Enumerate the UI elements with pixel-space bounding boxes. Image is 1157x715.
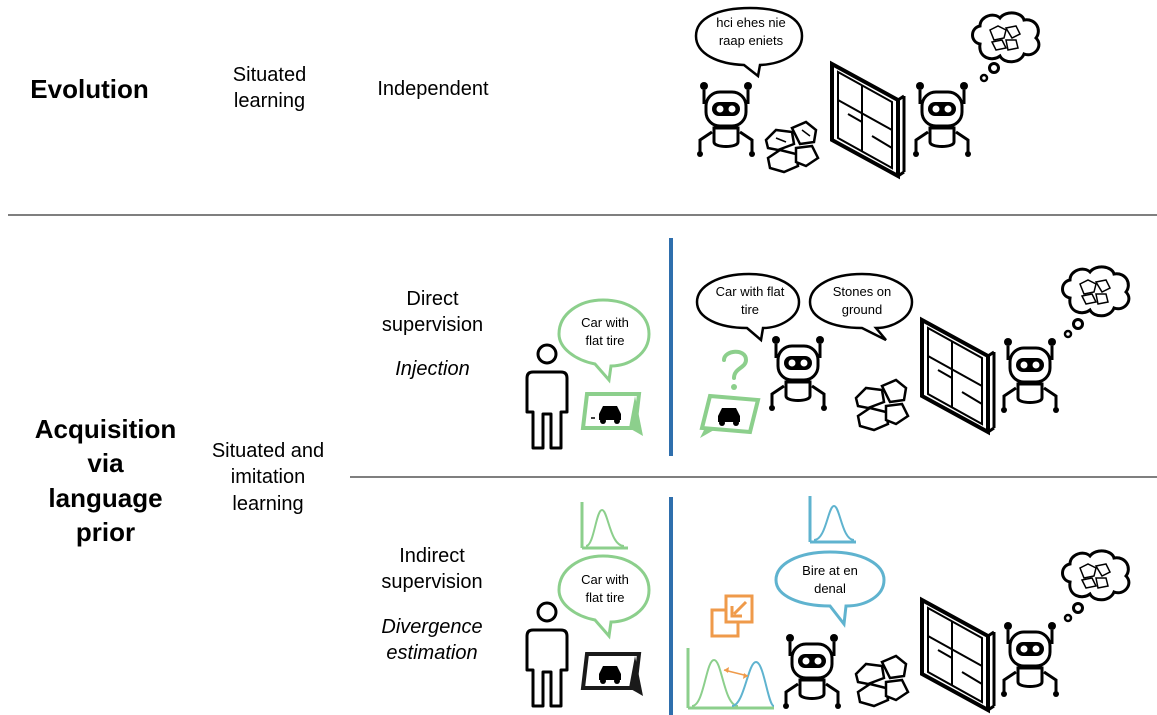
human-icon xyxy=(525,343,569,450)
robot-icon xyxy=(769,336,827,411)
robot-speech-direct-1: Car with flat tire xyxy=(715,284,785,317)
blue-divider-top xyxy=(669,238,673,456)
robot-speech-indirect: Bire at en denal xyxy=(802,563,858,596)
picture-card-icon xyxy=(580,652,643,696)
speech-bubble-robot-direct-1 xyxy=(695,272,801,343)
thought-cloud-icon xyxy=(1061,549,1131,623)
human-speech-direct: Car with flat tire xyxy=(581,315,629,348)
stones-icon xyxy=(854,378,910,432)
speech-bubble-robot-direct-2 xyxy=(808,272,914,342)
picture-card-icon xyxy=(580,392,643,436)
robot-icon xyxy=(1001,338,1059,413)
distribution-icon xyxy=(580,502,628,550)
robot-icon xyxy=(1001,622,1059,697)
learning-type-acquisition: Situated and imitation learning xyxy=(211,440,325,515)
wall-icon xyxy=(920,316,996,436)
speech-bubble-robot-indirect xyxy=(774,550,886,628)
speech-bubble-human-direct xyxy=(557,298,651,384)
wall-icon xyxy=(830,60,906,180)
robot-icon xyxy=(913,82,971,157)
thought-cloud-icon xyxy=(1061,265,1131,339)
direct-supervision-label: Direct supervision xyxy=(381,288,484,337)
subrow-divider xyxy=(350,476,1157,478)
row-divider xyxy=(8,214,1157,216)
question-mark-icon xyxy=(722,349,749,390)
evolution-speech-text: hci ehes nie raap eniets xyxy=(716,15,786,49)
human-speech-indirect: Car with flat tire xyxy=(581,572,629,605)
compress-icon xyxy=(710,594,754,638)
speech-bubble-evolution xyxy=(694,6,804,79)
picture-card-icon xyxy=(699,393,761,438)
row-title-evolution: Evolution xyxy=(30,74,149,104)
speech-bubble-human-indirect xyxy=(557,554,651,640)
wall-icon xyxy=(920,596,996,714)
thought-cloud-icon xyxy=(971,11,1041,83)
divergence-estimation-label: Divergence estimation xyxy=(381,616,483,665)
robot-icon xyxy=(783,634,841,709)
distribution-icon xyxy=(808,496,856,544)
injection-label: Injection xyxy=(395,358,470,380)
blue-divider-bottom xyxy=(669,497,673,715)
stones-icon xyxy=(764,120,820,174)
learning-type-evolution: Situated learning xyxy=(232,64,307,113)
distribution-icon xyxy=(686,648,775,710)
row-title-acquisition: Acquisition via language prior xyxy=(34,414,177,547)
robot-speech-direct-2: Stones on ground xyxy=(832,284,892,317)
indirect-supervision-label: Indirect supervision xyxy=(381,545,483,594)
stones-icon xyxy=(854,654,910,708)
mode-evolution: Independent xyxy=(377,78,489,100)
robot-icon xyxy=(697,82,755,157)
human-icon xyxy=(525,601,569,708)
